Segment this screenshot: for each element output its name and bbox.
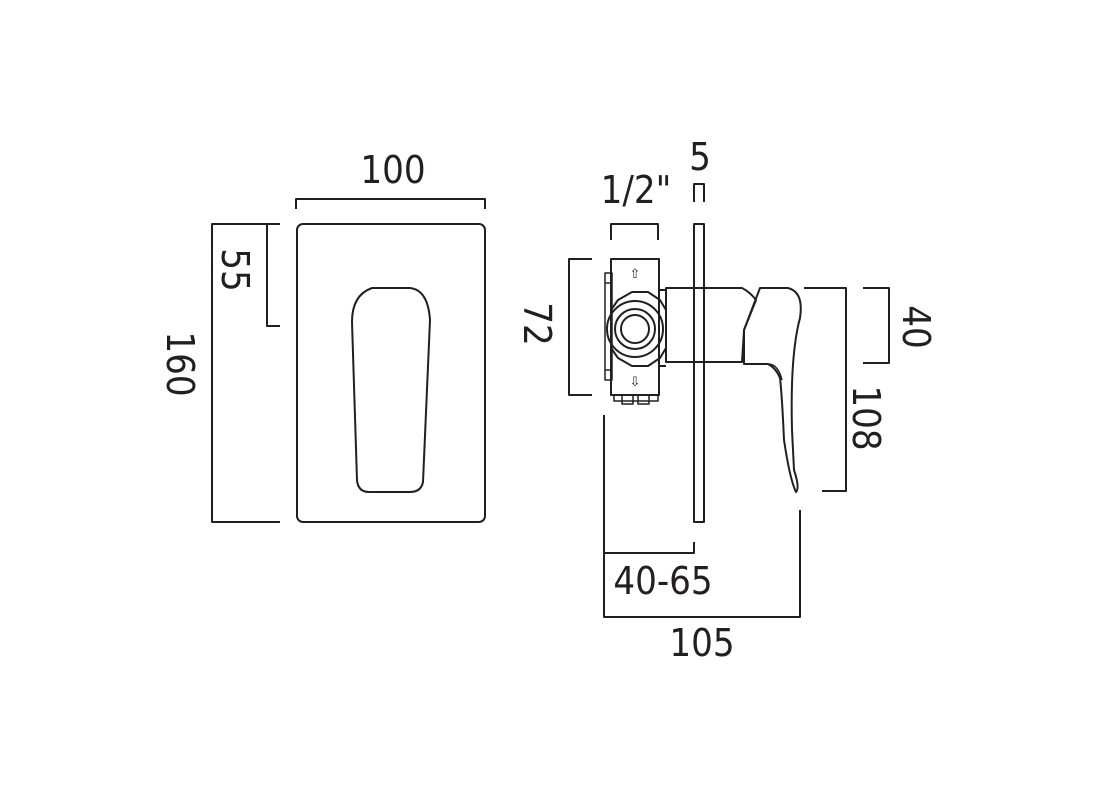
front-lever-handle: [351, 287, 431, 493]
dim-label-handle-offset: 55: [213, 248, 257, 292]
cartridge-inner-ring: [620, 314, 650, 344]
front-cover-plate: [296, 223, 486, 523]
dim-label-plate-thickness: 5: [689, 135, 711, 179]
cartridge-outer-ring: [606, 300, 664, 358]
dim-line-pipe-size: [610, 223, 659, 240]
dim-line-width: [295, 198, 486, 209]
dim-label-wall-depth: 40-65: [613, 559, 712, 603]
front-view: 100 160 55: [158, 148, 486, 523]
dim-label-width: 100: [360, 148, 425, 192]
dim-line-overall-depth: [603, 510, 801, 618]
dim-line-height: [211, 223, 280, 523]
dim-line-plate-thickness: [693, 183, 705, 202]
side-cover-plate: [693, 223, 705, 523]
dim-label-body-height: 72: [515, 302, 559, 346]
flow-arrow-down-icon: ⇩: [630, 375, 641, 390]
dim-line-lever-length: [804, 287, 847, 492]
flow-arrow-up-icon: ⇧: [630, 267, 641, 282]
side-lever-handle: [743, 287, 802, 493]
side-lever-hub: [665, 287, 757, 363]
valve-cross: [610, 291, 667, 367]
dim-line-lever-width: [863, 287, 890, 364]
dim-label-lever-length: 108: [844, 385, 888, 450]
dim-label-pipe-size: 1/2": [601, 168, 672, 212]
dim-line-handle-offset: [266, 224, 280, 327]
dim-label-overall-depth: 105: [669, 621, 734, 665]
cartridge-mid-ring: [614, 308, 656, 350]
dim-line-wall-depth: [603, 415, 695, 554]
dim-label-lever-width: 40: [894, 305, 938, 349]
side-view: ⇧ ⇩ 1/2" 5 72 40 108 40-65 105: [515, 135, 938, 665]
dim-line-body-height: [568, 258, 592, 396]
dim-label-height: 160: [158, 331, 202, 396]
